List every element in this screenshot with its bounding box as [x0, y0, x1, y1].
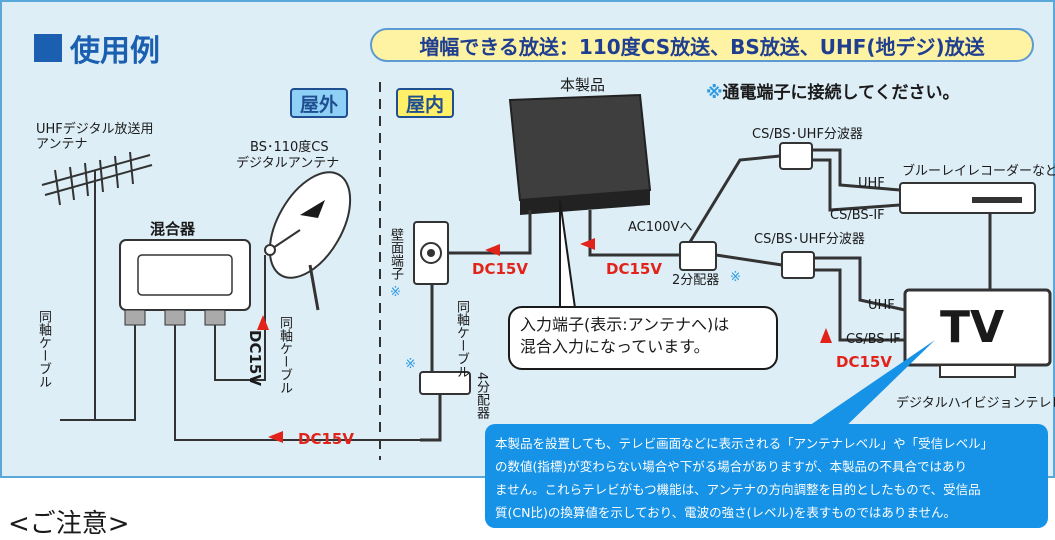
title-group: 使用例 — [34, 26, 160, 70]
splitter2-label: 2分配器 — [672, 273, 720, 288]
outdoor-badge: 屋外 — [290, 88, 349, 118]
mixer-label: 混合器 — [150, 220, 196, 238]
uhf-antenna-label-1: UHFデジタル放送用 — [36, 122, 154, 137]
separator-2-icon — [781, 251, 815, 279]
product-box-icon — [508, 93, 652, 215]
coax-mid-label: 同軸ケーブル — [277, 316, 292, 394]
separator-1-label: CS/BS･UHF分波器 — [752, 127, 863, 142]
dc-wall-label: DC15V — [472, 260, 528, 278]
dc-bottom-label: DC15V — [298, 430, 354, 448]
splitter4-label: 4分配器 — [474, 372, 489, 420]
bs-antenna-label-1: BS･110度CS — [250, 140, 329, 155]
uhf-1-label: UHF — [858, 176, 885, 191]
dc-product-label: DC15V — [606, 260, 662, 278]
coax-left-label: 同軸ケーブル — [36, 310, 51, 388]
coax-in-label: 同軸ケーブル — [454, 300, 469, 378]
uhf-antenna-label-2: アンテナ — [36, 137, 88, 152]
bluray-recorder-icon — [899, 182, 1036, 214]
power-terminal-notice: ※通電端子に接続してください。 — [706, 78, 960, 103]
tv-icon — [903, 288, 1052, 378]
callout-line-1: 入力端子(表示:アンテナへ)は — [520, 315, 730, 334]
input-terminal-callout: 入力端子(表示:アンテナへ)は 混合入力になっています。 — [508, 306, 778, 370]
splitter2-star-label: ※ — [730, 270, 741, 285]
bluray-label: ブルーレイレコーダーなど — [902, 164, 1055, 179]
caution-heading: <ご注意> — [8, 509, 130, 539]
wall-terminal-icon — [413, 221, 449, 285]
cables-outdoor — [60, 255, 420, 441]
bs-antenna-label-2: デジタルアンテナ — [236, 156, 340, 171]
tv-label: TV — [940, 302, 1005, 353]
wall-terminal-label: 壁面端子 — [388, 228, 403, 280]
page-title: 使用例 — [70, 34, 160, 69]
note-line-2: の数値(指標)が変わらない場合や下がる場合がありますが、本製品の不具合ではあり — [495, 459, 968, 474]
csbs-1-label: CS/BS-IF — [830, 208, 885, 223]
product-label: 本製品 — [560, 76, 606, 94]
csbs-2-label: CS/BS-IF — [846, 332, 901, 347]
indoor-badge: 屋内 — [396, 88, 455, 118]
uhf-2-label: UHF — [868, 298, 895, 313]
callout-line-2: 混合入力になっています。 — [520, 337, 710, 356]
separator-2-label: CS/BS･UHF分波器 — [754, 232, 865, 247]
bs-dish-icon — [264, 171, 352, 311]
separator-1-icon — [779, 142, 813, 170]
uhf-antenna-icon — [41, 151, 153, 340]
cables-indoor — [420, 148, 992, 442]
note-line-3: ません。これらテレビがもつ機能は、アンテナの方向調整を目的としたもので、受信品 — [495, 482, 981, 497]
splitter4-star-label: ※ — [405, 357, 416, 372]
tv-caption-label: デジタルハイビジョンテレビ — [896, 396, 1055, 411]
dc-vert-label: DC15V — [246, 330, 264, 386]
4-way-splitter-icon — [419, 371, 471, 395]
dc-arrows — [257, 238, 832, 443]
note-line-1: 本製品を設置しても、テレビ画面などに表示される「アンテナレベル」や「受信レベル」 — [495, 436, 994, 451]
note-line-4: 質(CN比)の換算値を示しており、電波の強さ(レベル)を表すものではありません。 — [495, 505, 956, 520]
mixer-icon — [119, 239, 251, 326]
notice-text: 通電端子に接続してください。 — [722, 83, 960, 103]
notice-star-icon: ※ — [706, 83, 723, 103]
broadcast-banner: 増幅できる放送：110度CS放送、BS放送、UHF(地デジ)放送 — [370, 28, 1034, 62]
ac-label: AC100Vへ — [628, 220, 693, 235]
title-square-icon — [34, 34, 62, 62]
dc-tv-label: DC15V — [836, 353, 892, 371]
level-note-box: 本製品を設置しても、テレビ画面などに表示される「アンテナレベル」や「受信レベル」… — [485, 424, 1048, 528]
wall-star-label: ※ — [390, 285, 401, 300]
2-way-splitter-icon — [679, 241, 717, 271]
